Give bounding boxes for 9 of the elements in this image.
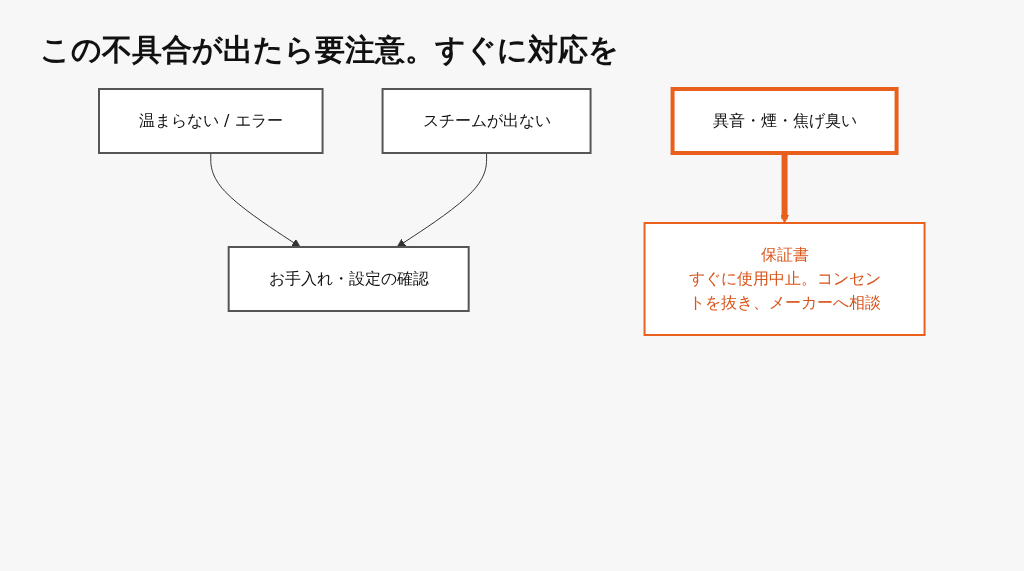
node-box: お手入れ・設定の確認 xyxy=(227,246,470,312)
node-box: 異音・煙・焦げ臭い xyxy=(670,87,899,155)
node-box: 保証書 すぐに使用中止。コンセントを抜き、メーカーへ相談 xyxy=(643,222,926,336)
arrow xyxy=(210,152,301,248)
arrow xyxy=(780,153,790,224)
node-box: 温まらない / エラー xyxy=(98,88,324,154)
node-box: スチームが出ない xyxy=(381,88,592,154)
title: この不具合が出たら要注意。すぐに対応を xyxy=(39,31,620,69)
arrow xyxy=(397,152,488,248)
